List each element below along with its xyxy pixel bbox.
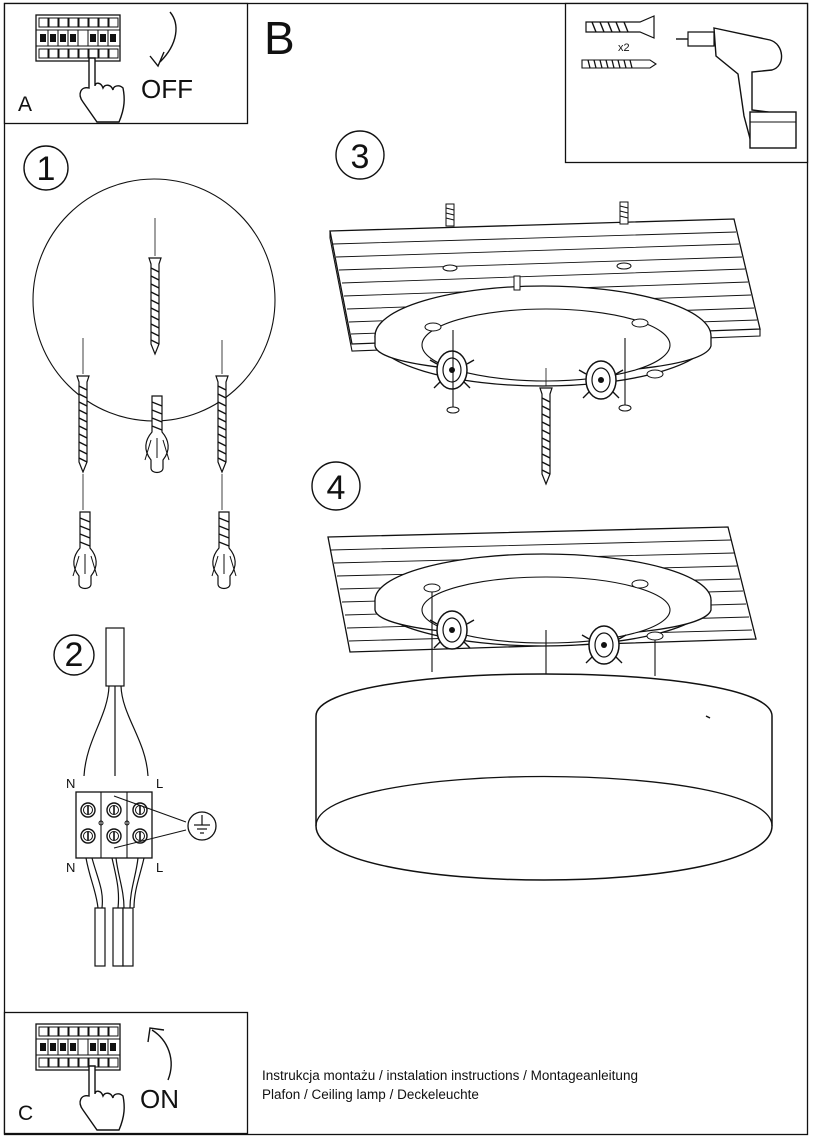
supply-wires	[83, 685, 149, 777]
step-1-number: 1	[37, 150, 56, 188]
step-2-badge	[53, 634, 95, 676]
lamp-shade	[315, 673, 773, 881]
power-off-label: OFF	[141, 74, 193, 104]
cable-sleeve	[105, 627, 125, 687]
step-3-mount-base: 3	[329, 130, 761, 485]
panel-b-letter: B	[264, 12, 295, 64]
support-rods	[431, 592, 656, 676]
wire-sleeve	[112, 907, 124, 967]
screw-icon	[148, 218, 162, 355]
panel-c-power-on: ON C	[3, 1011, 249, 1135]
step-2-wiring: 2 N L N L	[53, 627, 217, 967]
mounting-plate	[374, 553, 712, 647]
footer-caption: Instrukcja montażu / instalation instruc…	[262, 1066, 638, 1104]
screw-icon	[539, 368, 553, 485]
step-1-drilling: 1	[23, 145, 276, 590]
page-frame	[3, 2, 809, 1136]
footer-line-2: Plafon / Ceiling lamp / Deckeleuchte	[262, 1087, 479, 1102]
screw-icon	[581, 59, 657, 69]
breaker-panel-icon	[35, 14, 121, 62]
wall-plug-icon	[585, 15, 655, 39]
dowel-icon	[211, 474, 237, 590]
panel-a-letter: A	[18, 93, 32, 116]
footer-line-1: Instrukcja montażu / instalation instruc…	[262, 1068, 638, 1083]
lamp-wires	[85, 857, 145, 909]
terminal-l-bottom: L	[156, 860, 163, 875]
arrow-down-icon	[159, 11, 177, 63]
terminal-n-bottom: N	[66, 860, 75, 875]
dowel-icon	[144, 395, 170, 474]
arrow-up-icon	[151, 1029, 172, 1081]
wire-sleeve	[122, 907, 134, 967]
earth-symbol-icon	[113, 795, 217, 849]
step-3-badge	[335, 130, 385, 180]
dowel-icon	[72, 474, 98, 590]
step-3-number: 3	[351, 138, 370, 176]
step-1-badge	[23, 145, 69, 191]
bolt-icon	[445, 201, 629, 227]
step-4-attach-shade: 4	[311, 461, 773, 881]
tools-box: x2	[564, 2, 809, 164]
screw-icon	[215, 340, 229, 473]
step-4-badge	[311, 461, 361, 511]
terminal-n-top: N	[66, 776, 75, 791]
breaker-panel-icon	[35, 1023, 121, 1071]
step-4-number: 4	[327, 469, 346, 507]
power-on-label: ON	[140, 1084, 179, 1114]
panel-c-letter: C	[18, 1102, 33, 1125]
panel-a-power-off: OFF A	[3, 2, 249, 125]
quantity-label: x2	[618, 42, 630, 54]
terminal-block	[75, 791, 153, 859]
wire-sleeve	[94, 907, 106, 967]
drill-icon	[676, 27, 797, 149]
screw-icon	[76, 338, 90, 473]
step-2-number: 2	[65, 636, 84, 674]
terminal-l-top: L	[156, 776, 163, 791]
